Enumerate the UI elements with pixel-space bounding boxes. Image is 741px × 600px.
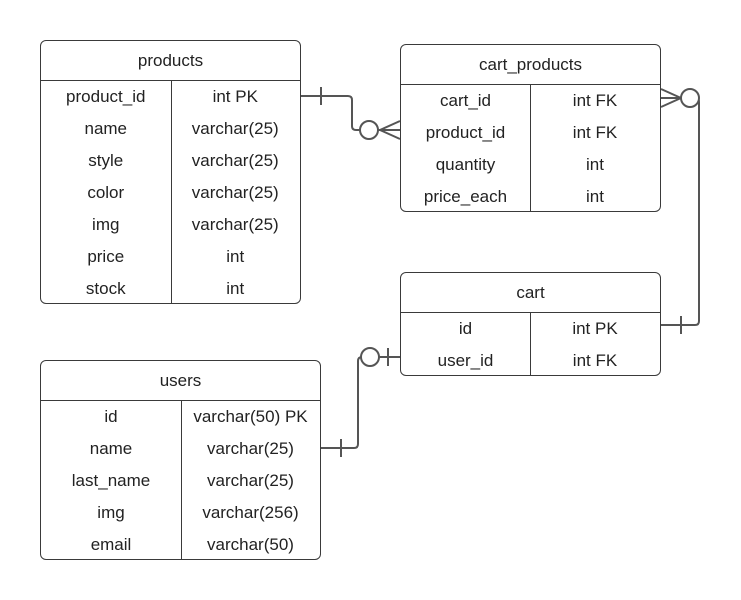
field-name: price [87,247,125,266]
zero-marker-cart-user-id [360,347,380,367]
field-name: id [458,319,473,338]
field-name: last_name [71,471,151,490]
field-type: int [586,155,604,174]
field-row: stock int [41,273,300,303]
field-row: img varchar(25) [41,209,300,241]
field-row: name varchar(25) [41,113,300,145]
column-divider [530,85,531,211]
relationship-products-cart-products [301,95,400,131]
entity-users: users id varchar(50) PK name varchar(25) l… [40,360,321,560]
field-name: stock [85,279,126,298]
field-name: id [104,407,118,426]
field-name: email [90,535,132,554]
field-type: int [226,247,245,266]
field-type: varchar(50) [207,535,294,554]
field-type: varchar(25) [191,119,279,138]
field-type: varchar(25) [191,183,279,202]
field-row: id varchar(50) PK [41,401,320,433]
field-name: price_each [423,187,508,206]
field-type: varchar(50) PK [193,407,308,426]
field-type: varchar(25) [207,471,294,490]
entity-title: users [41,361,320,401]
field-name: product_id [425,123,506,142]
field-type: int FK [572,123,618,142]
field-row: price int [41,241,300,273]
field-type: int FK [572,91,618,110]
field-name: color [87,183,125,202]
field-name: img [92,215,120,234]
field-name: product_id [66,87,146,106]
field-row: color varchar(25) [41,177,300,209]
field-row: email varchar(50) [41,529,320,559]
field-row: quantity int [401,149,660,181]
field-name: name [84,119,128,138]
field-type: int FK [572,351,618,370]
field-name: style [88,151,124,170]
relationship-cart-cart-products [661,97,700,326]
field-name: quantity [435,155,496,174]
field-type: varchar(25) [191,215,279,234]
many-marker-cart-products [379,120,401,140]
field-type: int [226,279,245,298]
field-type: varchar(25) [207,439,294,458]
field-row: product_id int PK [41,81,300,113]
zero-marker-cart-products [359,120,379,140]
field-type: int PK [572,319,618,338]
field-row: last_name varchar(25) [41,465,320,497]
field-row: product_id int FK [401,117,660,149]
field-type: varchar(25) [191,151,279,170]
field-name: user_id [437,351,494,370]
field-row: name varchar(25) [41,433,320,465]
column-divider [171,81,172,303]
field-row: user_id int FK [401,345,660,375]
field-row: style varchar(25) [41,145,300,177]
field-row: id int PK [401,313,660,345]
column-divider [530,313,531,375]
field-type: int [586,187,604,206]
relationship-users-cart [321,356,400,449]
entity-title: products [41,41,300,81]
field-type: int PK [212,87,258,106]
field-name: name [89,439,133,458]
entity-cart: cart id int PK user_id int FK [400,272,661,376]
field-row: price_each int [401,181,660,211]
field-name: img [97,503,125,522]
zero-marker-cart-products-cart-id [680,88,700,108]
field-row: cart_id int FK [401,85,660,117]
field-name: cart_id [439,91,492,110]
entity-products: products product_id int PK name varchar(25… [40,40,301,304]
entity-title: cart [401,273,660,313]
field-type: varchar(256) [202,503,299,522]
entity-title: cart_products [401,45,660,85]
field-row: img varchar(256) [41,497,320,529]
many-marker-cart-products-cart-id [660,88,682,108]
column-divider [181,401,182,559]
